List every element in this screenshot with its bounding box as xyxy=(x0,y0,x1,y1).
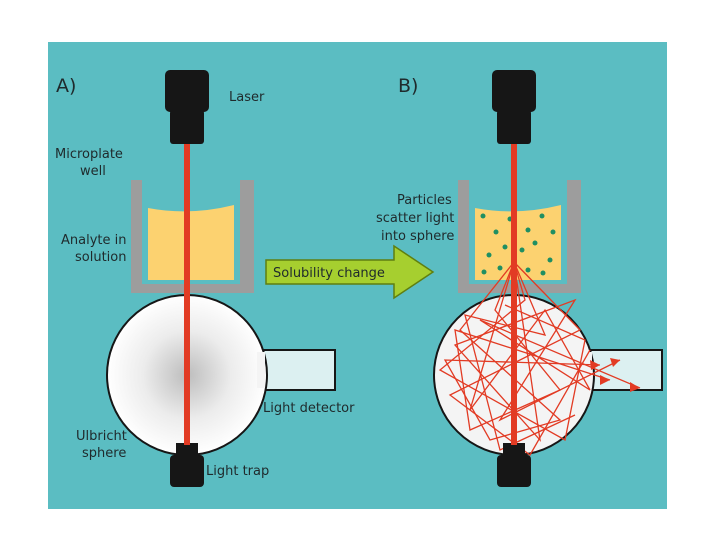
analyte-label-line1: Analyte in xyxy=(61,233,126,248)
ray-arrowheads xyxy=(590,358,640,392)
light-trap-a-icon xyxy=(170,443,204,487)
particles-label-line3: into sphere xyxy=(381,229,454,244)
particles-label-line2: scatter light xyxy=(376,211,454,226)
microplate-label-line1: Microplate xyxy=(55,147,123,162)
scattered-light-rays xyxy=(438,261,641,456)
panel-a-label: A) xyxy=(56,75,76,97)
light-detector-label: Light detector xyxy=(263,401,355,416)
sphere-label-line2: sphere xyxy=(82,446,126,461)
microplate-well-a xyxy=(131,180,254,293)
panel-b-label: B) xyxy=(398,75,418,97)
laser-b-icon xyxy=(492,70,536,144)
detector-port-a xyxy=(257,352,265,388)
laser-beam-b xyxy=(511,144,517,445)
light-trap-b-icon xyxy=(497,443,531,487)
laser-a-icon xyxy=(165,70,209,144)
laser-label: Laser xyxy=(229,90,265,105)
microplate-label-line2: well xyxy=(80,164,106,179)
solubility-change-arrow: Solubility change xyxy=(265,244,435,300)
analyte-label-line2: solution xyxy=(75,250,126,265)
light-trap-label: Light trap xyxy=(206,464,269,479)
analyte-solution xyxy=(148,205,234,280)
solubility-change-label: Solubility change xyxy=(273,266,385,281)
sphere-label-line1: Ulbricht xyxy=(76,429,127,444)
particle-suspension xyxy=(475,205,561,280)
microplate-well-b xyxy=(458,180,581,293)
light-detector-b xyxy=(581,349,663,391)
panel-b: B) Particles scatter light xyxy=(376,70,663,487)
laser-beam-a xyxy=(184,144,190,445)
particles-label-line1: Particles xyxy=(397,193,452,208)
detector-port-b xyxy=(584,352,592,388)
particles xyxy=(480,213,556,276)
panel-a: A) Laser Microplate well Analyte in solu… xyxy=(55,70,355,487)
